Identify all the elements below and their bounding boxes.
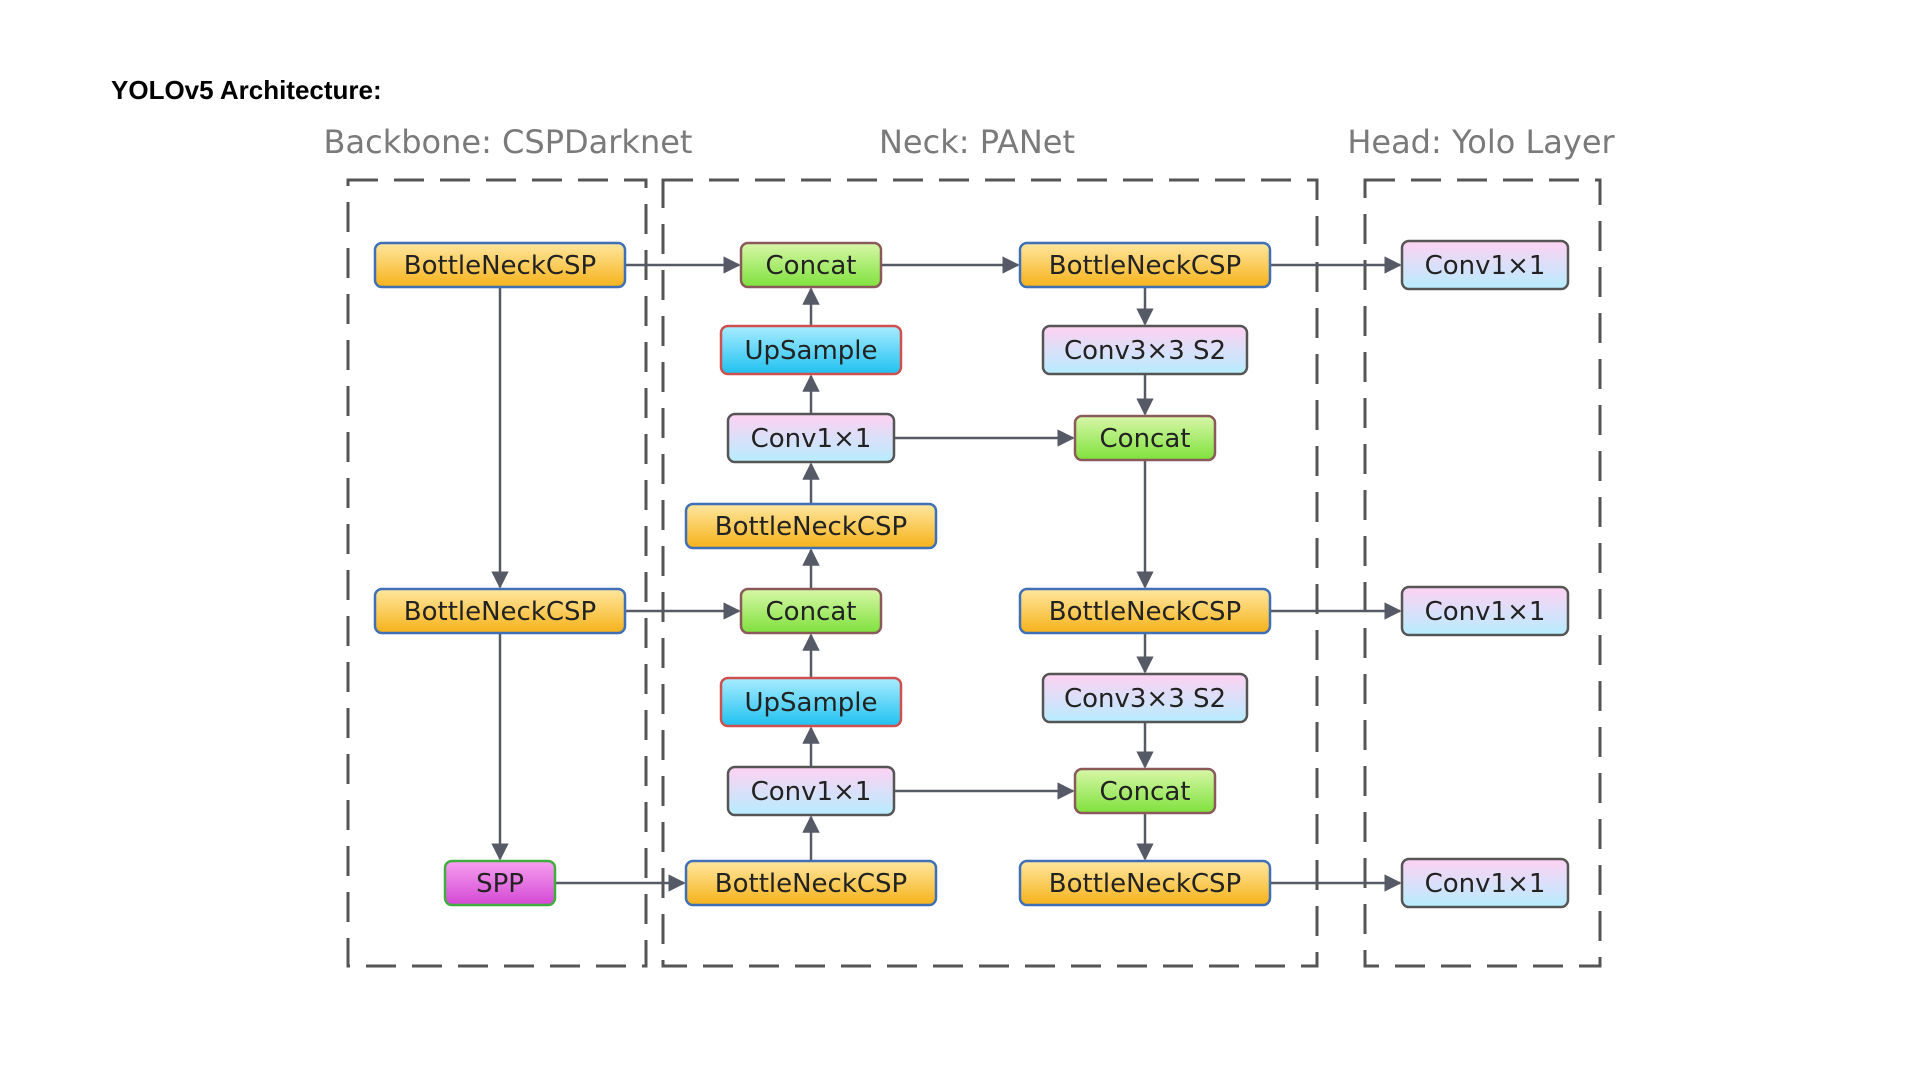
node-label-n_concat2: Concat xyxy=(766,597,857,627)
node-label-b_csp2: BottleNeckCSP xyxy=(404,597,597,627)
node-box-r_conv3a xyxy=(1041,324,1249,376)
node-box-r_conv3b xyxy=(1041,672,1249,724)
neck-title: Neck: PANet xyxy=(879,123,1075,161)
node-box-h_conv1 xyxy=(1400,239,1570,291)
node-box-n_conv2 xyxy=(726,765,896,817)
node-label-r_concat2: Concat xyxy=(1100,777,1191,807)
nodes-layer: BottleNeckCSPBottleNeckCSPSPPConcatUpSam… xyxy=(373,239,1570,909)
node-box-n_csp1 xyxy=(684,502,938,550)
neck-frame xyxy=(661,178,1319,968)
node-r_conv3a: Conv3×3 S2 xyxy=(1041,324,1249,376)
node-box-n_concat2 xyxy=(739,587,883,635)
node-h_conv1: Conv1×1 xyxy=(1400,239,1570,291)
node-box-r_concat1 xyxy=(1073,414,1217,462)
node-label-r_conv3b: Conv3×3 S2 xyxy=(1064,684,1226,714)
node-n_concat2: Concat xyxy=(739,587,883,635)
node-label-b_spp: SPP xyxy=(476,869,524,899)
node-box-r_concat2 xyxy=(1073,767,1217,815)
node-label-h_conv2: Conv1×1 xyxy=(1425,597,1546,627)
node-n_up1: UpSample xyxy=(719,324,903,376)
node-label-r_concat1: Concat xyxy=(1100,424,1191,454)
node-n_conv1: Conv1×1 xyxy=(726,412,896,464)
node-label-r_csp3: BottleNeckCSP xyxy=(1049,869,1242,899)
node-label-h_conv1: Conv1×1 xyxy=(1425,251,1546,281)
edges-layer xyxy=(491,256,1402,892)
node-r_csp2: BottleNeckCSP xyxy=(1018,587,1272,635)
node-box-h_conv3 xyxy=(1400,857,1570,909)
node-box-r_csp1 xyxy=(1018,241,1272,289)
node-box-r_csp3 xyxy=(1018,859,1272,907)
node-label-r_conv3a: Conv3×3 S2 xyxy=(1064,336,1226,366)
node-n_csp2: BottleNeckCSP xyxy=(684,859,938,907)
node-r_csp1: BottleNeckCSP xyxy=(1018,241,1272,289)
head-title: Head: Yolo Layer xyxy=(1347,123,1615,161)
node-r_csp3: BottleNeckCSP xyxy=(1018,859,1272,907)
node-box-n_concat1 xyxy=(739,241,883,289)
page-title: YOLOv5 Architecture: xyxy=(111,75,382,105)
node-label-n_csp2: BottleNeckCSP xyxy=(715,869,908,899)
node-r_concat1: Concat xyxy=(1073,414,1217,462)
backbone-title: Backbone: CSPDarknet xyxy=(324,123,693,161)
node-r_conv3b: Conv3×3 S2 xyxy=(1041,672,1249,724)
node-box-n_up2 xyxy=(719,676,903,728)
node-n_concat1: Concat xyxy=(739,241,883,289)
node-label-n_conv1: Conv1×1 xyxy=(751,424,872,454)
node-box-n_up1 xyxy=(719,324,903,376)
node-label-r_csp2: BottleNeckCSP xyxy=(1049,597,1242,627)
node-box-n_csp2 xyxy=(684,859,938,907)
node-label-n_concat1: Concat xyxy=(766,251,857,281)
node-box-b_csp2 xyxy=(373,587,627,635)
node-box-h_conv2 xyxy=(1400,585,1570,637)
backbone-frame xyxy=(346,178,648,968)
node-box-b_csp1 xyxy=(373,241,627,289)
node-label-h_conv3: Conv1×1 xyxy=(1425,869,1546,899)
node-n_conv2: Conv1×1 xyxy=(726,765,896,817)
node-n_up2: UpSample xyxy=(719,676,903,728)
node-label-n_conv2: Conv1×1 xyxy=(751,777,872,807)
node-label-r_csp1: BottleNeckCSP xyxy=(1049,251,1242,281)
node-h_conv3: Conv1×1 xyxy=(1400,857,1570,909)
node-n_csp1: BottleNeckCSP xyxy=(684,502,938,550)
node-r_concat2: Concat xyxy=(1073,767,1217,815)
node-b_spp: SPP xyxy=(443,859,557,907)
node-box-r_csp2 xyxy=(1018,587,1272,635)
node-label-b_csp1: BottleNeckCSP xyxy=(404,251,597,281)
node-box-n_conv1 xyxy=(726,412,896,464)
node-b_csp1: BottleNeckCSP xyxy=(373,241,627,289)
head-frame xyxy=(1363,178,1602,968)
node-label-n_up2: UpSample xyxy=(744,688,877,718)
node-b_csp2: BottleNeckCSP xyxy=(373,587,627,635)
node-h_conv2: Conv1×1 xyxy=(1400,585,1570,637)
node-label-n_csp1: BottleNeckCSP xyxy=(715,512,908,542)
node-box-b_spp xyxy=(443,859,557,907)
node-label-n_up1: UpSample xyxy=(744,336,877,366)
